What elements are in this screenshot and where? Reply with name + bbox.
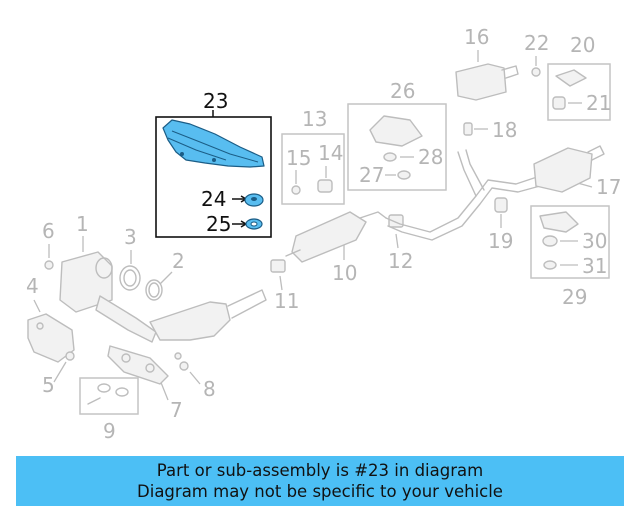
callout-8: 8 bbox=[203, 377, 216, 401]
callout-13: 13 bbox=[302, 107, 327, 131]
callout-23: 23 bbox=[203, 89, 228, 113]
part-17-muffler: 17 bbox=[533, 145, 621, 199]
heat-shield-part-23[interactable] bbox=[162, 119, 265, 168]
banner-line-1: Part or sub-assembly is #23 in diagram bbox=[156, 461, 484, 480]
callout-25: 25 bbox=[206, 212, 231, 236]
part-5-bolt: 5 bbox=[42, 351, 75, 397]
part-18-hanger: 18 bbox=[463, 118, 517, 142]
info-banner: Part or sub-assembly is #23 in diagram D… bbox=[16, 456, 624, 506]
callout-30: 30 bbox=[582, 229, 607, 253]
part-9-gasket-kit: 9 bbox=[79, 377, 139, 443]
callout-11: 11 bbox=[274, 289, 299, 313]
front-pipe bbox=[149, 289, 267, 341]
part-11-clamp: 11 bbox=[270, 259, 299, 313]
part-16-rear-muffler: 16 bbox=[455, 25, 519, 101]
exhaust-system-diagram: 23 24 25 1 2 3 4 bbox=[26, 25, 621, 443]
part-13-hanger-group: 13 15 14 bbox=[281, 107, 345, 205]
callout-20: 20 bbox=[570, 33, 595, 57]
callout-4: 4 bbox=[26, 274, 39, 298]
callout-12: 12 bbox=[388, 249, 413, 273]
part-4-bracket: 4 bbox=[26, 274, 75, 363]
callout-31: 31 bbox=[582, 254, 607, 278]
part-10-center-muffler: 10 bbox=[285, 211, 387, 285]
part-3-clamp: 3 bbox=[119, 225, 141, 291]
callout-10: 10 bbox=[332, 261, 357, 285]
part-22-bolt: 22 bbox=[524, 31, 549, 77]
callout-18: 18 bbox=[492, 118, 517, 142]
callout-7: 7 bbox=[170, 398, 183, 422]
callout-28: 28 bbox=[418, 145, 443, 169]
callout-19: 19 bbox=[488, 229, 513, 253]
callout-22: 22 bbox=[524, 31, 549, 55]
callout-9: 9 bbox=[103, 419, 116, 443]
part-12-clamp: 12 bbox=[388, 214, 413, 273]
part-7-gasket: 7 bbox=[107, 345, 183, 422]
part-26-heat-shield-group: 26 28 27 bbox=[347, 79, 447, 191]
part-20-group: 20 21 bbox=[547, 33, 611, 121]
callout-5: 5 bbox=[42, 373, 55, 397]
callout-6: 6 bbox=[42, 219, 55, 243]
part-23-group[interactable]: 23 24 25 bbox=[155, 89, 272, 238]
part-1-catalytic-converter: 1 bbox=[59, 212, 157, 343]
callout-3: 3 bbox=[124, 225, 137, 249]
callout-1: 1 bbox=[76, 212, 89, 236]
callout-14: 14 bbox=[318, 141, 343, 165]
part-19-hanger: 19 bbox=[488, 197, 513, 253]
callout-26: 26 bbox=[390, 79, 415, 103]
part-8-nut: 8 bbox=[174, 352, 216, 401]
callout-29: 29 bbox=[562, 285, 587, 309]
banner-line-2: Diagram may not be specific to your vehi… bbox=[137, 482, 503, 501]
callout-24: 24 bbox=[201, 187, 226, 211]
callout-17: 17 bbox=[596, 175, 621, 199]
callout-27: 27 bbox=[359, 163, 384, 187]
rear-pipe bbox=[385, 149, 541, 241]
callout-15: 15 bbox=[286, 146, 311, 170]
part-29-group: 29 30 31 bbox=[530, 205, 610, 309]
part-6-nut: 6 bbox=[42, 219, 55, 270]
callout-21: 21 bbox=[586, 91, 611, 115]
callout-16: 16 bbox=[464, 25, 489, 49]
callout-2: 2 bbox=[172, 249, 185, 273]
part-2-clamp: 2 bbox=[145, 249, 185, 301]
